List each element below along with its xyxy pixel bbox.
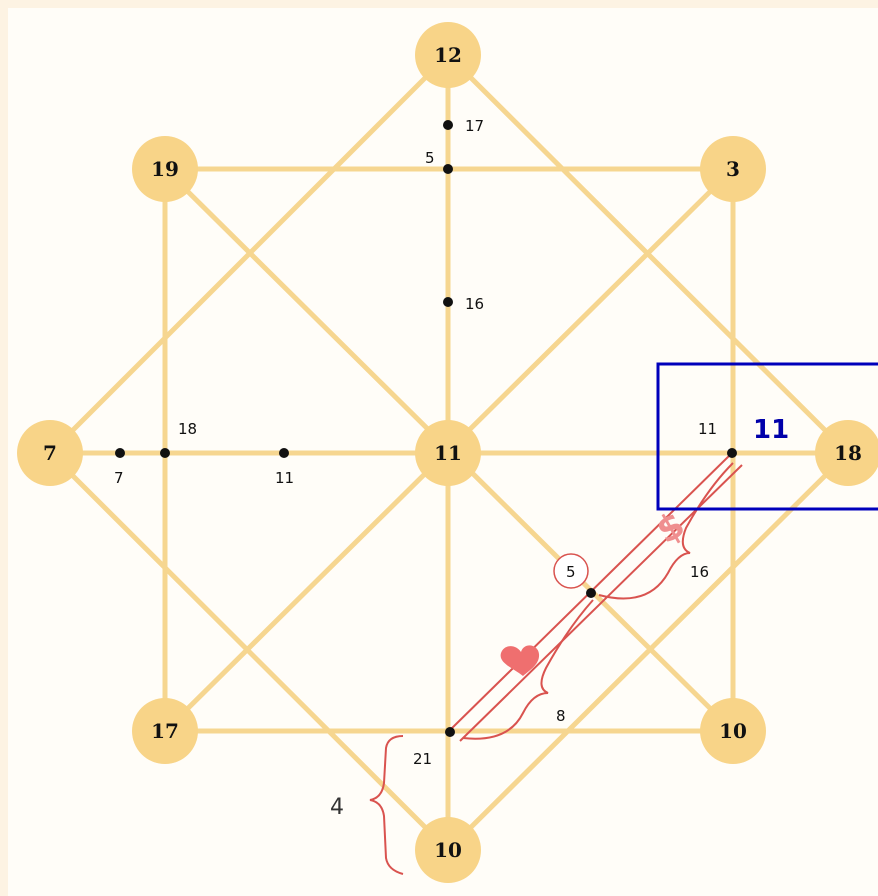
edge-10b-7: [48, 451, 450, 852]
node-circle: [17, 420, 83, 486]
diagram-canvas: $ 12 19 3 7 11 18 17: [8, 8, 878, 896]
node-lower-right: 10: [700, 698, 766, 764]
node-label: 12: [434, 43, 462, 67]
star-diagram: $ 12 19 3 7 11 18 17: [17, 22, 878, 883]
label-left-cross: 18: [178, 420, 197, 438]
label-top-upper: 17: [465, 117, 484, 135]
node-circle: [415, 420, 481, 486]
heart-icon: [500, 645, 540, 676]
red-annotations: [369, 452, 743, 875]
dots: [115, 120, 737, 737]
node-center: 11: [415, 420, 481, 486]
label-right-point: 11: [698, 420, 717, 438]
node-bottom: 10: [415, 817, 481, 883]
dot-diag-mid: [586, 588, 596, 598]
node-circle: [815, 420, 878, 486]
dot-top-lower: [443, 164, 453, 174]
brace-upper: [598, 462, 734, 600]
highlight-value: 11: [753, 415, 789, 445]
dot-mid-vertical: [443, 297, 453, 307]
node-label: 11: [434, 441, 462, 465]
node-lower-left: 17: [132, 698, 198, 764]
label-left-far: 7: [114, 469, 124, 487]
node-left: 7: [17, 420, 83, 486]
node-label: 7: [43, 441, 57, 465]
edge-18-10b: [446, 451, 850, 852]
node-upper-right: 3: [700, 136, 766, 202]
dot-labels: 17 5 16 7 18 11 11 5 21 16 8: [114, 117, 717, 768]
node-label: 10: [434, 838, 462, 862]
label-top-lower: 5: [425, 149, 435, 167]
circled-five-ring: [553, 553, 589, 589]
label-left-mid: 11: [275, 469, 294, 487]
node-circle: [132, 698, 198, 764]
nodes: 12 19 3 7 11 18 17 10: [17, 22, 878, 883]
highlight-box: [656, 362, 878, 511]
node-circle: [415, 817, 481, 883]
node-circle: [700, 698, 766, 764]
dot-left-mid: [279, 448, 289, 458]
dot-top-upper: [443, 120, 453, 130]
node-label: 3: [726, 157, 740, 181]
label-diag-mid: 5: [566, 563, 576, 581]
node-top: 12: [415, 22, 481, 88]
node-label: 17: [151, 719, 179, 743]
dot-right-point: [727, 448, 737, 458]
node-circle: [700, 136, 766, 202]
label-mid-vertical: 16: [465, 295, 484, 313]
label-brace-lower: 8: [556, 707, 566, 725]
label-bottom-point: 21: [413, 750, 432, 768]
brace-left-label: 4: [330, 795, 344, 820]
node-upper-left: 19: [132, 136, 198, 202]
label-brace-upper: 16: [690, 563, 709, 581]
node-label: 10: [719, 719, 747, 743]
node-circle: [415, 22, 481, 88]
brace-left: [369, 735, 404, 875]
dot-left-cross: [160, 448, 170, 458]
dot-bottom-point: [445, 727, 455, 737]
node-right: 18: [815, 420, 878, 486]
node-circle: [132, 136, 198, 202]
dot-left-far: [115, 448, 125, 458]
brace-lower: [462, 599, 594, 740]
node-label: 18: [834, 441, 862, 465]
node-label: 19: [151, 157, 179, 181]
